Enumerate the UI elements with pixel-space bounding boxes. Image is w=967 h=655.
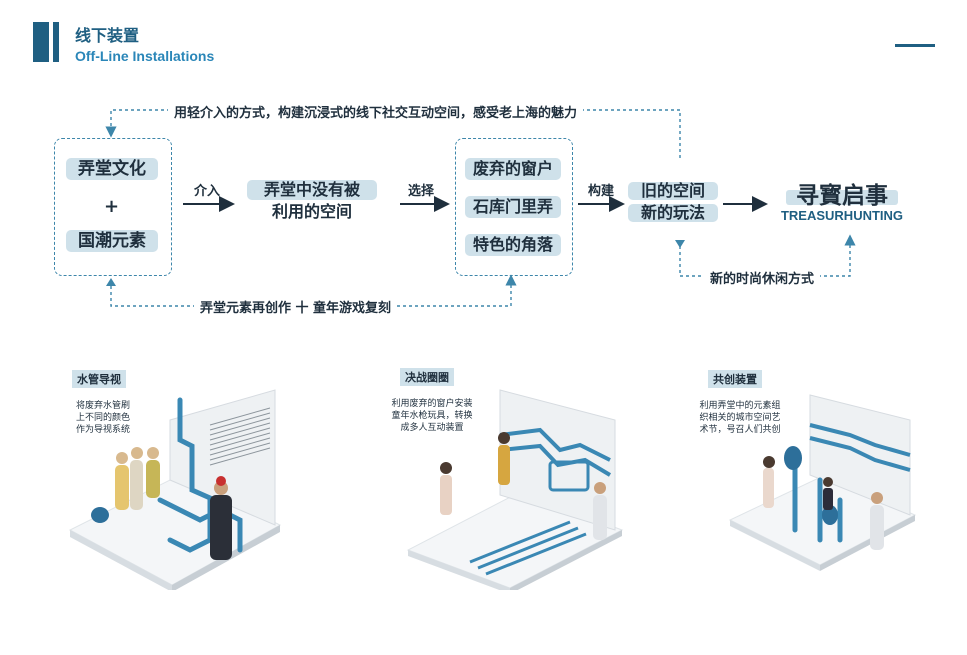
result-line2: 新的玩法 — [628, 204, 718, 222]
scene2-desc: 利用废弃的窗户安装童年水枪玩具，转换成多人互动装置 — [391, 399, 473, 433]
header-accent-bar — [33, 22, 49, 62]
scene3-desc: 利用弄堂中的元素组织相关的城市空间艺术节，号召人们共创 — [699, 401, 781, 435]
item-window: 废弃的窗户 — [465, 158, 561, 180]
final-highlight — [786, 190, 898, 205]
label-intervene: 介入 — [194, 184, 221, 199]
item-shikumen: 石库门里弄 — [465, 196, 561, 218]
space-line1: 弄堂中没有被 — [247, 180, 377, 200]
final-title-en: TREASURHUNTING — [780, 208, 904, 223]
space-line2: 利用的空间 — [271, 202, 352, 221]
scene1-illustration — [68, 389, 282, 590]
item-corner: 特色的角落 — [465, 234, 561, 256]
source-box — [54, 138, 172, 276]
loop-bottom-text: 弄堂元素再创作 十 童年游戏复刻 — [194, 297, 398, 316]
source-culture: 弄堂文化 — [66, 158, 158, 180]
source-trend: 国潮元素 — [66, 230, 158, 252]
items-box — [455, 138, 573, 276]
header-rule — [895, 44, 935, 47]
plus-sign: + — [104, 196, 120, 217]
loop-top-text: 用轻介入的方式，构建沉浸式的线下社交互动空间，感受老上海的魅力 — [168, 102, 584, 121]
scene2-illustration — [406, 389, 624, 590]
final-title-cn: 寻寳启事 — [796, 183, 888, 209]
scene3-illustration — [728, 394, 917, 571]
label-build: 构建 — [588, 184, 615, 199]
scene1-desc: 将废弃水管刷上不同的颜色作为导视系统 — [75, 401, 130, 435]
scene2-tag: 决战圈圈 — [400, 368, 454, 386]
scene3-tag: 共创装置 — [708, 370, 762, 388]
label-select: 选择 — [408, 184, 435, 199]
page-title: 线下装置 — [75, 26, 140, 45]
scene1-tag: 水管导视 — [72, 370, 126, 388]
loop-right-text: 新的时尚休闲方式 — [704, 268, 821, 287]
result-line1: 旧的空间 — [628, 182, 718, 200]
loop-bottom-line — [110, 274, 517, 307]
header-accent-bar-thin — [53, 22, 59, 62]
page-subtitle: Off-Line Installations — [75, 48, 215, 64]
